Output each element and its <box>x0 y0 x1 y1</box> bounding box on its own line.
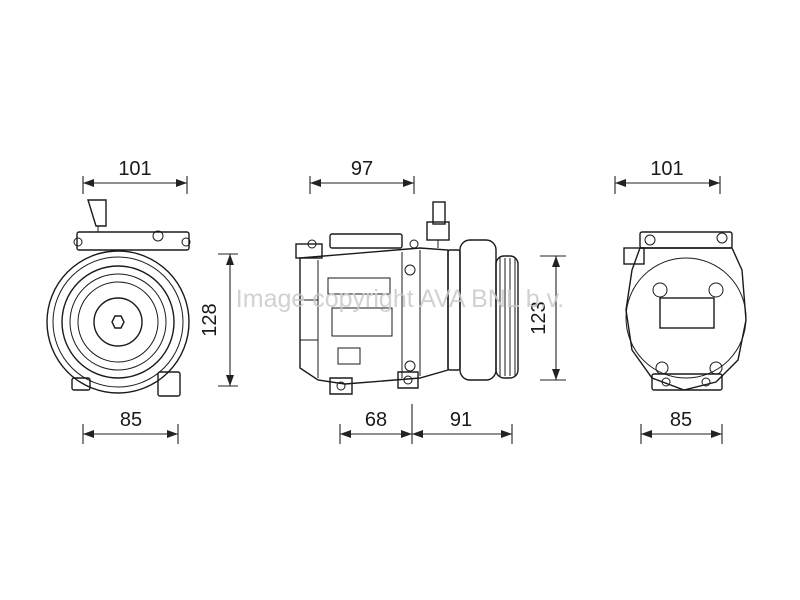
dimension-label-101: 101 <box>118 158 151 180</box>
dimension-width-top: 97 <box>309 158 415 194</box>
dimension-width-bottom-right: 91 <box>412 409 513 444</box>
side-view: 97 123 68 91 <box>295 158 566 444</box>
dimension-label-85: 85 <box>670 409 692 431</box>
dimension-label-128: 128 <box>199 303 221 336</box>
dimension-height-side: 123 <box>528 255 566 381</box>
dimension-width-bottom: 85 <box>640 409 723 444</box>
dimension-label-91: 91 <box>450 409 472 431</box>
dimension-width-top: 101 <box>82 158 188 194</box>
dimension-label-68: 68 <box>365 409 387 431</box>
dimension-label-85: 85 <box>120 409 142 431</box>
front-view: 101 128 85 <box>46 158 238 444</box>
dimension-width-bottom-left: 68 <box>339 404 413 444</box>
dimension-height-side: 128 <box>199 253 238 387</box>
dimension-label-101: 101 <box>650 158 683 180</box>
rear-view: 101 85 <box>614 158 747 444</box>
watermark-text: Image copyright AVA BNL b.v. <box>236 285 564 313</box>
dimension-label-123: 123 <box>528 301 550 334</box>
dimension-width-top: 101 <box>614 158 721 194</box>
dimension-label-97: 97 <box>351 158 373 180</box>
dimension-width-bottom: 85 <box>82 409 179 444</box>
